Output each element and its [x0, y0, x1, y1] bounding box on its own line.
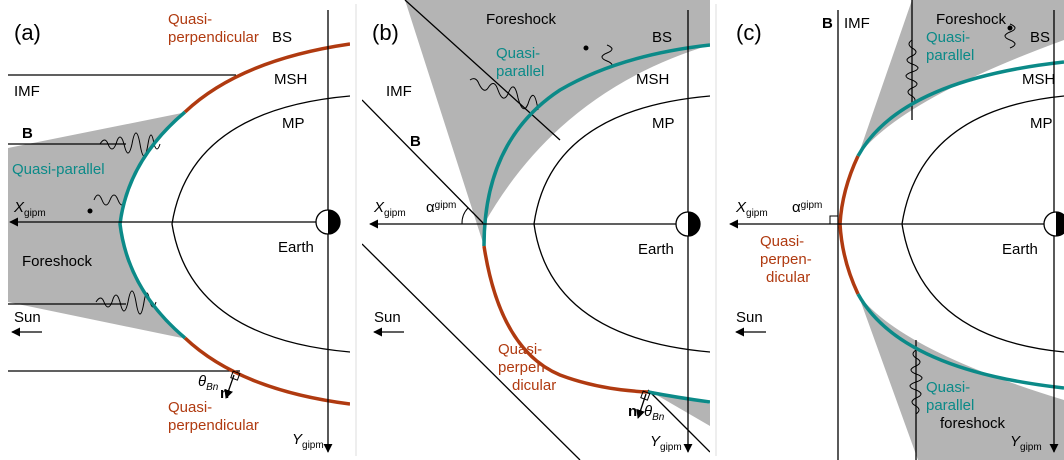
gyration-icon-a	[87, 194, 127, 214]
panel-a	[8, 10, 350, 453]
n-label-a: n	[220, 385, 229, 402]
qperp-line1-c: Quasi-	[760, 233, 804, 250]
y-axis-label-b: Ygipm	[650, 433, 682, 453]
bow-shock-teal-bottom-c	[856, 293, 1064, 390]
panel-c	[729, 0, 1064, 460]
qpar-bot-line2-c: parallel	[926, 397, 974, 414]
theta-label-a: θBn	[198, 373, 219, 393]
alpha-label-c: αgipm	[792, 199, 822, 216]
gyration-icon-c	[1004, 23, 1016, 49]
wave-packet-top-c	[905, 39, 919, 105]
alpha-label-b: αgipm	[426, 199, 456, 216]
qpar-bot-line1-c: Quasi-	[926, 379, 970, 396]
bow-shock-interior-a	[120, 112, 185, 338]
bs-label-a: BS	[272, 29, 292, 46]
imf-line-1-b	[404, 0, 561, 141]
qpar-line1-b: Quasi-	[496, 45, 540, 62]
b-label-c: B	[822, 15, 833, 32]
bow-shock-orange-c	[838, 155, 860, 295]
earth-label-b: Earth	[638, 241, 674, 258]
msh-label-a: MSH	[274, 71, 307, 88]
foreshock-label-b: Foreshock	[486, 11, 557, 28]
n-label-b: n	[628, 403, 637, 420]
panel-tag-b: (b)	[372, 20, 399, 45]
bow-shock-teal-a	[118, 110, 187, 340]
qperp-bot-line1-a: Quasi-	[168, 399, 212, 416]
qpar-line2-b: parallel	[496, 63, 544, 80]
imf-line-4-b	[647, 389, 710, 453]
qperp-line2-c: perpen-	[760, 251, 812, 268]
mp-label-c: MP	[1030, 115, 1053, 132]
y-axis-label-a: Ygipm	[292, 431, 324, 451]
qpar-top-line2-c: parallel	[926, 47, 974, 64]
sun-label-b: Sun	[374, 309, 401, 326]
foreshock-label-c: Foreshock	[936, 11, 1007, 28]
magnetopause-a	[171, 95, 350, 353]
b-label-a: B	[22, 125, 33, 142]
y-axis-label-c: Ygipm	[1010, 433, 1042, 453]
foreshock-region-c-bottom	[858, 294, 1064, 460]
qperp-line1-b: Quasi-	[498, 341, 542, 358]
imf-label-b: IMF	[386, 83, 412, 100]
qpar-label-a: Quasi-parallel	[12, 161, 105, 178]
foreshock-bot-label-c: foreshock	[940, 415, 1006, 432]
msh-label-c: MSH	[1022, 71, 1055, 88]
sun-label-a: Sun	[14, 309, 41, 326]
foreshock-region-b	[405, 0, 710, 246]
imf-line-3-b	[362, 243, 581, 460]
bow-shock-teal-lower-b	[647, 390, 710, 404]
imf-label-a: IMF	[14, 83, 40, 100]
qperp-top-line1-a: Quasi-	[168, 11, 212, 28]
imf-label-c: IMF	[844, 15, 870, 32]
sun-label-c: Sun	[736, 309, 763, 326]
qperp-line3-c: dicular	[766, 269, 810, 286]
earth-icon-a	[315, 209, 341, 235]
wave-packet-b	[469, 78, 539, 111]
bow-shock-teal-top-c	[856, 60, 1064, 157]
wave-packet-top-a	[99, 132, 161, 157]
bow-shock-orange-bottom-a	[183, 336, 350, 406]
earth-label-c: Earth	[1002, 241, 1038, 258]
mp-label-b: MP	[652, 115, 675, 132]
earth-icon-b	[675, 211, 701, 237]
normal-vector-b	[636, 393, 647, 419]
bow-shock-orange-top-a	[183, 42, 350, 114]
bow-shock-teal-b	[482, 43, 710, 247]
panel-b	[362, 0, 710, 460]
panel-tag-a: (a)	[14, 20, 41, 45]
qperp-bot-line2-a: perpendicular	[168, 417, 259, 434]
qpar-top-line1-c: Quasi-	[926, 29, 970, 46]
theta-label-b: θBn	[644, 403, 665, 423]
wave-packet-bottom-c	[909, 349, 923, 415]
foreshock-region-b-lower	[648, 390, 710, 426]
earth-label-a: Earth	[278, 239, 314, 256]
bs-label-c: BS	[1030, 29, 1050, 46]
wave-packet-bottom-a	[95, 290, 157, 315]
imf-line-2-b	[362, 99, 485, 225]
x-axis-label-c: Xgipm	[735, 199, 768, 219]
alpha-arc-b	[461, 207, 469, 225]
qperp-line2-b: perpen-	[498, 359, 550, 376]
earth-icon-c	[1043, 211, 1064, 237]
x-axis-label-a: Xgipm	[13, 199, 46, 219]
qperp-line3-b: dicular	[512, 377, 556, 394]
b-label-b: B	[410, 133, 421, 150]
x-axis-label-b: Xgipm	[373, 199, 406, 219]
panel-tag-c: (c)	[736, 20, 762, 45]
foreshock-region-c-top	[858, 0, 1064, 156]
mp-label-a: MP	[282, 115, 305, 132]
msh-label-b: MSH	[636, 71, 669, 88]
foreshock-label-a: Foreshock	[22, 253, 93, 270]
bs-label-b: BS	[652, 29, 672, 46]
bow-shock-orange-b	[482, 245, 649, 394]
qperp-top-line2-a: perpendicular	[168, 29, 259, 46]
